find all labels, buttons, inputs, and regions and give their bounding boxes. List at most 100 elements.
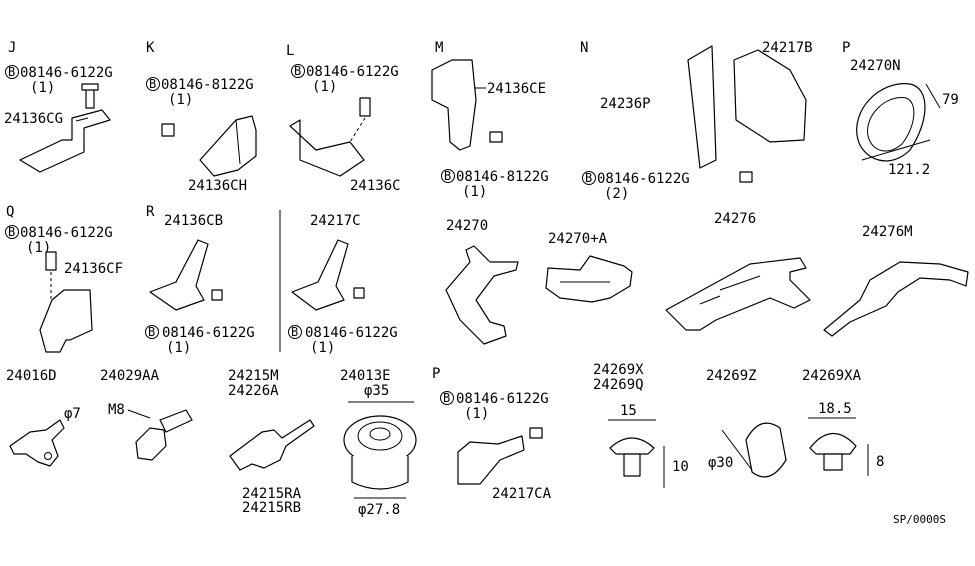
- bolt-badge-letter: B: [444, 169, 451, 183]
- section-r: 24136CB B 08146-6122G (1) 24217C B 08146…: [145, 210, 398, 356]
- bracket-24217c-icon: [291, 239, 349, 311]
- dim-24013e-outer: φ35: [364, 383, 389, 399]
- bracket-24236p-icon: [687, 45, 717, 169]
- callout-q-bolt: 08146-6122G: [20, 225, 113, 241]
- bolt-icon: [85, 87, 95, 109]
- part-24276: 24276: [665, 211, 811, 331]
- callout-m-qty: (1): [462, 184, 487, 200]
- callout-24269z: 24269Z: [706, 368, 757, 384]
- section-letter-n: N: [580, 40, 588, 56]
- part-24269z: 24269Z φ30: [706, 368, 787, 478]
- dim-p1-height: 79: [942, 92, 959, 108]
- callout-r-bolt-a: 08146-6122G: [162, 325, 255, 341]
- section-letter-k: K: [146, 40, 155, 56]
- bolt-badge-icon: [145, 325, 159, 339]
- bolt-icon: [353, 287, 365, 299]
- bolt-badge-icon: [441, 169, 455, 183]
- bolt-badge-letter: B: [585, 171, 592, 185]
- bolt-icon: [529, 427, 543, 439]
- bolt-icon: [489, 131, 503, 143]
- callout-n-part-b: 24236P: [600, 96, 651, 112]
- bolt-badge-letter: B: [8, 225, 15, 239]
- part-24215: 24215M 24226A 24215RA 24215RB: [228, 368, 315, 516]
- callout-24269xa: 24269XA: [802, 368, 862, 384]
- bracket-24136c-icon: [289, 119, 365, 177]
- bracket-24270-icon: [445, 245, 519, 345]
- callout-24269x: 24269X: [593, 362, 644, 378]
- bolt-badge-icon: [582, 171, 596, 185]
- bracket-24136ch-icon: [199, 115, 257, 177]
- bolt-badge-icon: [440, 391, 454, 405]
- dim-24016d: φ7: [64, 406, 81, 422]
- bolt-badge-letter: B: [148, 325, 155, 339]
- callout-k-qty: (1): [168, 92, 193, 108]
- bolt-head-icon: [161, 123, 175, 137]
- bolt-badge-icon: [5, 225, 19, 239]
- bolt-badge-letter: B: [294, 64, 301, 78]
- callout-p1-part: 24270N: [850, 58, 901, 74]
- part-24029aa: 24029AA M8: [100, 368, 193, 461]
- callout-24269q: 24269Q: [593, 377, 644, 393]
- callout-24215rb: 24215RB: [242, 500, 301, 516]
- section-p-bottom: B 08146-6122G (1) 24217CA: [440, 391, 552, 502]
- part-24013e: 24013E φ35 φ27.8: [340, 368, 417, 518]
- callout-r-bolt-b: 08146-6122G: [305, 325, 398, 341]
- section-k: B 08146-8122G (1) 24136CH: [146, 77, 257, 194]
- clip-24215-icon: [229, 419, 315, 471]
- bracket-24276m-icon: [823, 261, 969, 337]
- callout-l-bolt: 08146-6122G: [306, 64, 399, 80]
- callout-24215ra: 24215RA: [242, 486, 302, 502]
- bolt-icon: [211, 289, 223, 301]
- bracket-24136cb-icon: [149, 239, 209, 311]
- callout-l-qty: (1): [312, 79, 337, 95]
- callout-24270: 24270: [446, 218, 488, 234]
- dim-24269z: φ30: [708, 455, 733, 471]
- section-letter-l: L: [286, 43, 294, 59]
- bolt-24029aa-icon: [135, 427, 167, 461]
- bracket-24136ce-icon: [431, 59, 477, 151]
- part-24269x: 24269X 24269Q 15 10: [593, 362, 689, 488]
- callout-24276m: 24276M: [862, 224, 913, 240]
- bolt-icon: [45, 251, 57, 271]
- dim-p1-width: 121.2: [888, 162, 930, 178]
- callout-r-part-a: 24136CB: [164, 213, 223, 229]
- callout-24013e: 24013E: [340, 368, 391, 384]
- callout-p2-bolt: 08146-6122G: [456, 391, 549, 407]
- dim-24269x-width: 15: [620, 403, 637, 419]
- section-letter-p-bottom: P: [432, 366, 440, 382]
- clip-24016d-icon: [9, 419, 65, 467]
- section-letter-q: Q: [6, 204, 14, 220]
- cap-24269z-icon: [745, 422, 787, 478]
- bolt-badge-letter: B: [8, 65, 15, 79]
- section-j: B 08146-6122G (1) 24136CG: [4, 65, 113, 173]
- callout-n-qty: (2): [604, 186, 629, 202]
- callout-q-part: 24136CF: [64, 261, 123, 277]
- callout-r-part-b: 24217C: [310, 213, 361, 229]
- bracket-24217ca-icon: [457, 435, 525, 485]
- callout-24226a: 24226A: [228, 383, 279, 399]
- callout-m-bolt: 08146-8122G: [456, 169, 549, 185]
- bracket-24276-icon: [665, 257, 811, 331]
- section-q: B 08146-6122G (1) 24136CF: [5, 225, 123, 353]
- section-n: 24217B 24236P B 08146-6122G (2): [582, 40, 813, 202]
- clip-24269xa-icon: [809, 432, 857, 455]
- section-l: B 08146-6122G (1) 24136C: [289, 64, 401, 194]
- section-letter-j: J: [8, 40, 16, 56]
- footer-code: SP/0000S: [893, 513, 946, 526]
- dim-24269xa-width: 18.5: [818, 401, 852, 417]
- bolt-head-icon: [81, 83, 99, 91]
- label-m8: M8: [108, 402, 125, 418]
- bolt-badge-letter: B: [443, 391, 450, 405]
- section-letter-p-top: P: [842, 40, 850, 56]
- bolt-badge-icon: [146, 77, 160, 91]
- callout-24029aa: 24029AA: [100, 368, 160, 384]
- section-letter-r: R: [146, 204, 155, 220]
- callout-24016d: 24016D: [6, 368, 57, 384]
- callout-q-qty: (1): [26, 240, 51, 256]
- callout-p2-part: 24217CA: [492, 486, 552, 502]
- callout-r-qty-b: (1): [310, 340, 335, 356]
- part-24270a: 24270+A: [545, 231, 633, 303]
- dim-24269x-height: 10: [672, 459, 689, 475]
- bolt-badge-letter: B: [149, 77, 156, 91]
